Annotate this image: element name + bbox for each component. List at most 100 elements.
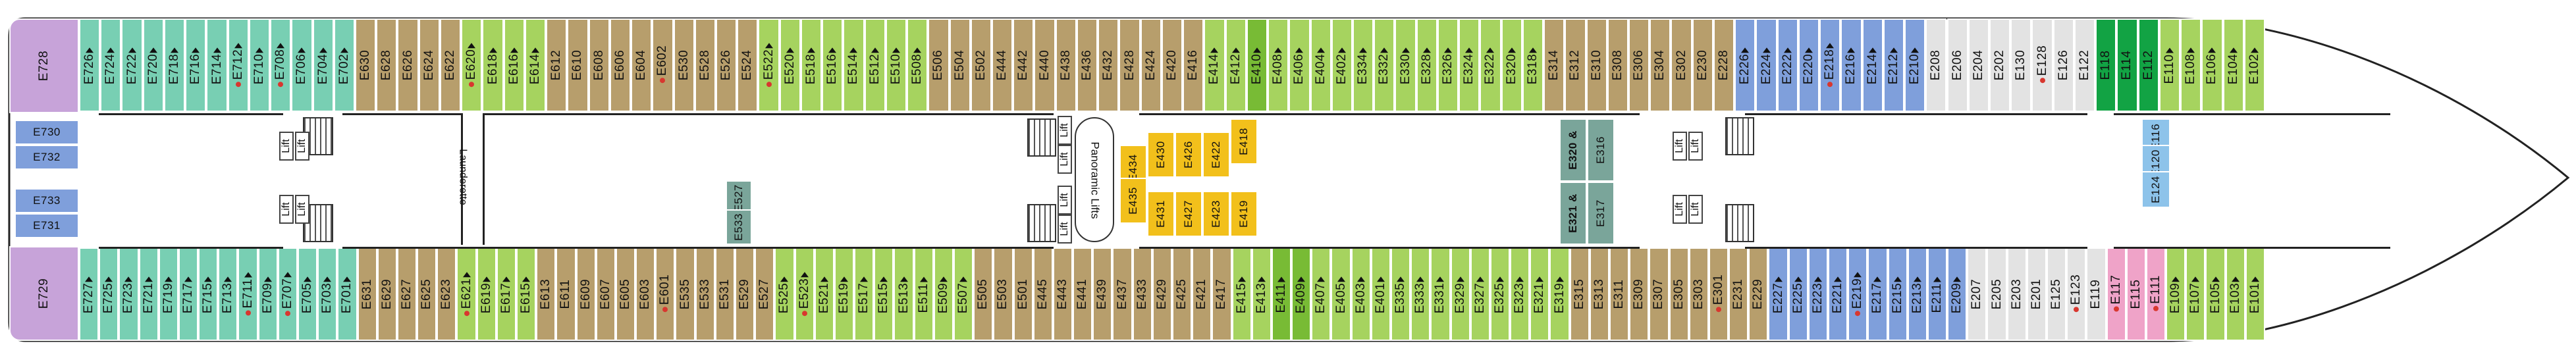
cabin-e114[interactable]: E114 xyxy=(2116,18,2138,112)
cabin-e526[interactable]: E526 xyxy=(715,18,738,112)
cabin-e725[interactable]: E725 xyxy=(99,247,119,341)
cabin-e408[interactable]: E408 xyxy=(1268,18,1289,112)
cabin-e515[interactable]: E515 xyxy=(874,247,894,341)
cabin-e424[interactable]: E424 xyxy=(1140,18,1162,112)
cabin-e501[interactable]: E501 xyxy=(1013,247,1033,341)
cabin-e416[interactable]: E416 xyxy=(1183,18,1204,112)
cabin-e618[interactable]: E618 xyxy=(482,18,504,112)
cabin-e443[interactable]: E443 xyxy=(1052,247,1073,341)
cabin-e437[interactable]: E437 xyxy=(1112,247,1133,341)
cabin-e215[interactable]: E215 xyxy=(1887,247,1908,341)
cabin-e310[interactable]: E310 xyxy=(1586,18,1607,112)
cabin-e322[interactable]: E322 xyxy=(1480,18,1501,112)
cabin-e319[interactable]: E319 xyxy=(1549,247,1570,341)
cabin-e330[interactable]: E330 xyxy=(1395,18,1416,112)
cabin-e719[interactable]: E719 xyxy=(158,247,178,341)
cabin-e419[interactable]: E419 xyxy=(1230,191,1258,237)
cabin-e207[interactable]: E207 xyxy=(1967,247,1987,341)
cabin-e423[interactable]: E423 xyxy=(1202,191,1230,237)
cabin-e506[interactable]: E506 xyxy=(928,18,950,112)
cabin-e117[interactable]: E117 xyxy=(2106,247,2126,341)
cabin-e309[interactable]: E309 xyxy=(1629,247,1650,341)
cabin-e525[interactable]: E525 xyxy=(774,247,795,341)
cabin-e206[interactable]: E206 xyxy=(1946,18,1968,112)
cabin-e227[interactable]: E227 xyxy=(1768,247,1788,341)
cabin-e521[interactable]: E521 xyxy=(814,247,834,341)
cabin-e530[interactable]: E530 xyxy=(673,18,695,112)
cabin-e602[interactable]: E602 xyxy=(652,18,674,112)
cabin-e411[interactable]: E411 xyxy=(1271,247,1292,341)
cabin-e427[interactable]: E427 xyxy=(1175,191,1202,237)
cabin-e415[interactable]: E415 xyxy=(1231,247,1252,341)
cabin-e520[interactable]: E520 xyxy=(779,18,801,112)
inner-cabin-e533[interactable]: E533 xyxy=(726,209,752,245)
cabin-e329[interactable]: E329 xyxy=(1450,247,1470,341)
cabin-e523[interactable]: E523 xyxy=(794,247,815,341)
cabin-e620[interactable]: E620 xyxy=(461,18,483,112)
cabin-e323[interactable]: E323 xyxy=(1510,247,1530,341)
cabin-e225[interactable]: E225 xyxy=(1788,247,1808,341)
inner-cabin-e316[interactable]: E316 xyxy=(1587,118,1615,182)
cabin-e223[interactable]: E223 xyxy=(1808,247,1828,341)
cabin-e311[interactable]: E311 xyxy=(1609,247,1630,341)
cabin-e407[interactable]: E407 xyxy=(1311,247,1331,341)
cabin-e517[interactable]: E517 xyxy=(854,247,874,341)
cabin-e313[interactable]: E313 xyxy=(1589,247,1609,341)
cabin-e524[interactable]: E524 xyxy=(737,18,759,112)
cabin-e405[interactable]: E405 xyxy=(1331,247,1351,341)
cabin-e519[interactable]: E519 xyxy=(834,247,855,341)
cabin-e231[interactable]: E231 xyxy=(1729,247,1749,341)
cabin-e705[interactable]: E705 xyxy=(298,247,318,341)
cabin-e112[interactable]: E112 xyxy=(2137,18,2159,112)
cabin-e106[interactable]: E106 xyxy=(2201,18,2223,112)
cabin-e718[interactable]: E718 xyxy=(163,18,186,112)
cabin-e412[interactable]: E412 xyxy=(1225,18,1247,112)
suite-cabin-bottom[interactable]: E729 xyxy=(9,246,79,341)
cabin-e727[interactable]: E727 xyxy=(79,247,99,341)
cabin-e511[interactable]: E511 xyxy=(913,247,934,341)
cabin-e110[interactable]: E110 xyxy=(2159,18,2181,112)
cabin-e512[interactable]: E512 xyxy=(864,18,886,112)
cabin-e230[interactable]: E230 xyxy=(1692,18,1713,112)
cabin-e426[interactable]: E426 xyxy=(1175,132,1202,178)
cabin-e441[interactable]: E441 xyxy=(1073,247,1093,341)
inner-cabin-e320[interactable]: E320 & xyxy=(1559,118,1587,182)
cabin-e303[interactable]: E303 xyxy=(1688,247,1709,341)
cabin-e504[interactable]: E504 xyxy=(949,18,971,112)
cabin-e608[interactable]: E608 xyxy=(588,18,610,112)
cabin-e216[interactable]: E216 xyxy=(1840,18,1862,112)
cabin-e126[interactable]: E126 xyxy=(2053,18,2074,112)
cabin-e444[interactable]: E444 xyxy=(992,18,1013,112)
cabin-e611[interactable]: E611 xyxy=(556,247,576,341)
cabin-e706[interactable]: E706 xyxy=(291,18,313,112)
cabin-e105[interactable]: E105 xyxy=(2205,247,2226,341)
cabin-e334[interactable]: E334 xyxy=(1352,18,1374,112)
cabin-e516[interactable]: E516 xyxy=(822,18,844,112)
cabin-e404[interactable]: E404 xyxy=(1310,18,1331,112)
cabin-e726[interactable]: E726 xyxy=(79,18,101,112)
cabin-e205[interactable]: E205 xyxy=(1987,247,2007,341)
cabin-e420[interactable]: E420 xyxy=(1161,18,1183,112)
cabin-e433[interactable]: E433 xyxy=(1132,247,1152,341)
cabin-e213[interactable]: E213 xyxy=(1907,247,1927,341)
cabin-e625[interactable]: E625 xyxy=(417,247,437,341)
cabin-e103[interactable]: E103 xyxy=(2225,247,2245,341)
cabin-e314[interactable]: E314 xyxy=(1543,18,1565,112)
cabin-e440[interactable]: E440 xyxy=(1034,18,1056,112)
cabin-e507[interactable]: E507 xyxy=(953,247,974,341)
cabin-e208[interactable]: E208 xyxy=(1925,18,1947,112)
cabin-e617[interactable]: E617 xyxy=(496,247,516,341)
cabin-e621[interactable]: E621 xyxy=(456,247,477,341)
cabin-e502[interactable]: E502 xyxy=(970,18,992,112)
cabin-e610[interactable]: E610 xyxy=(567,18,589,112)
cabin-e321[interactable]: E321 xyxy=(1530,247,1550,341)
cabin-e402[interactable]: E402 xyxy=(1331,18,1353,112)
cabin-e119[interactable]: E119 xyxy=(2086,247,2106,341)
cabin-e406[interactable]: E406 xyxy=(1289,18,1310,112)
cabin-e211[interactable]: E211 xyxy=(1927,247,1948,341)
cabin-e115[interactable]: E115 xyxy=(2126,247,2146,341)
cabin-e626[interactable]: E626 xyxy=(397,18,419,112)
cabin-e527[interactable]: E527 xyxy=(755,247,775,341)
cabin-e629[interactable]: E629 xyxy=(377,247,397,341)
cabin-e425[interactable]: E425 xyxy=(1172,247,1193,341)
